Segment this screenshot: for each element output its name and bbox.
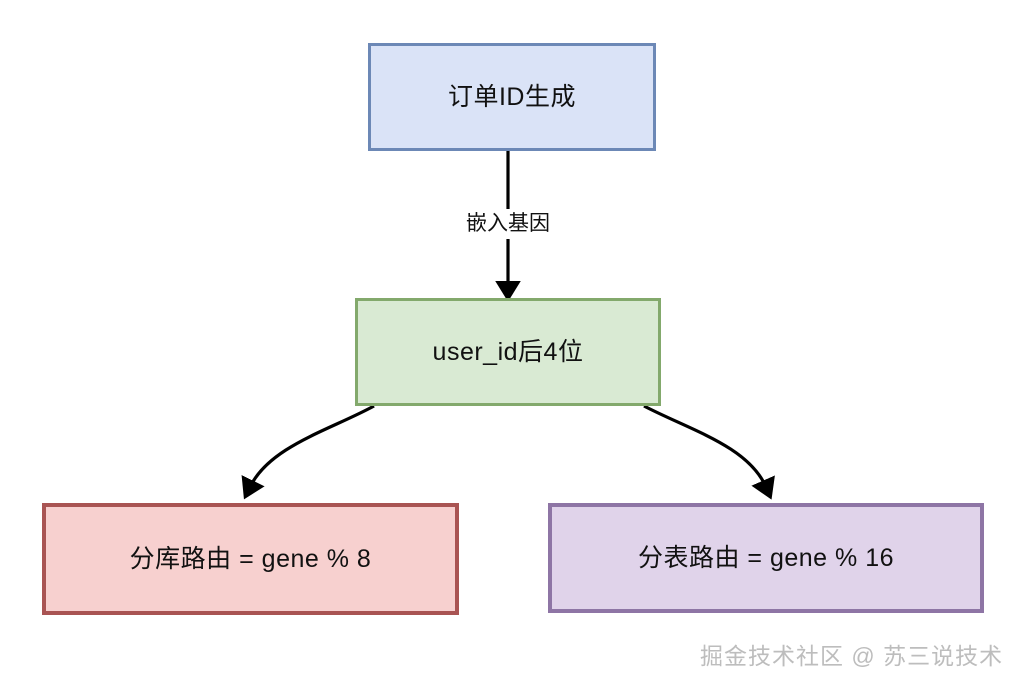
node-table-route[interactable]: 分表路由 = gene % 16 xyxy=(548,503,984,613)
watermark-text: 掘金技术社区 @ 苏三说技术 xyxy=(700,643,1004,669)
node-table-route-label: 分表路由 = gene % 16 xyxy=(637,544,895,572)
edge-gene-to-db xyxy=(241,404,375,500)
edge-gene-to-table xyxy=(643,404,775,500)
node-user-id-gene-label: user_id后4位 xyxy=(432,338,584,366)
node-order-id-generation[interactable]: 订单ID生成 xyxy=(368,43,656,151)
edge-label-embed-gene: 嵌入基因 xyxy=(448,209,568,240)
node-user-id-gene[interactable]: user_id后4位 xyxy=(355,298,661,406)
node-database-route[interactable]: 分库路由 = gene % 8 xyxy=(42,503,459,615)
node-database-route-label: 分库路由 = gene % 8 xyxy=(129,545,372,573)
node-order-id-generation-label: 订单ID生成 xyxy=(447,83,576,111)
